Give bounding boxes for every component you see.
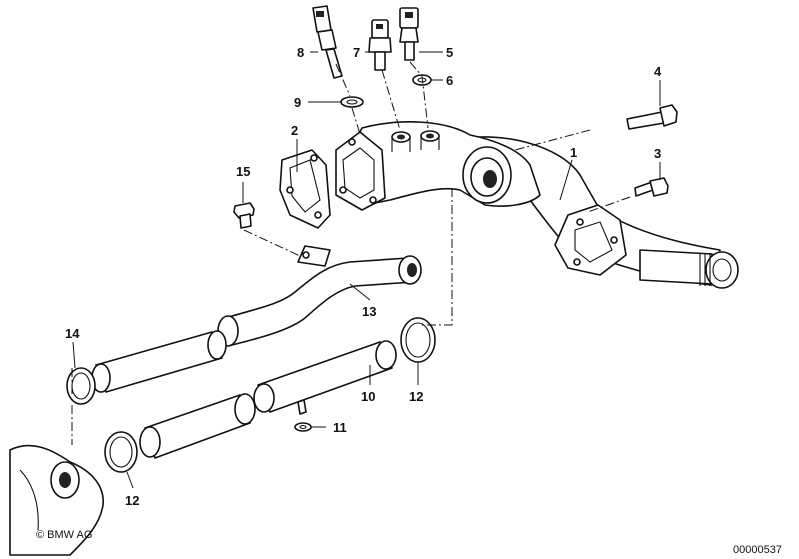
callout-8: 8 [297,45,304,60]
part-3-bolt-short[interactable] [634,177,669,197]
callout-9: 9 [294,95,301,110]
hose-lower[interactable] [139,393,256,459]
diagram-number: 00000537 [733,544,782,556]
callout-labels: 1 2 3 4 5 6 7 8 9 10 11 12 12 13 14 15 [65,45,662,508]
callout-7: 7 [353,45,360,60]
part-14-sealing-ring[interactable] [66,367,96,405]
part-1-coolant-manifold[interactable] [335,121,739,289]
callout-11: 11 [333,420,347,435]
callout-12-right: 12 [409,389,423,404]
callout-14: 14 [65,326,80,341]
copyright-text: © BMW AG [36,529,92,541]
hose-upper-left[interactable] [91,330,227,393]
part-5-temperature-sensor[interactable] [399,7,419,61]
callout-3: 3 [654,146,661,161]
callout-2: 2 [291,123,298,138]
part-15-bolt[interactable] [233,202,255,229]
callout-12-lower: 12 [125,493,139,508]
callout-15: 15 [236,164,250,179]
part-8-temperature-sender[interactable] [312,5,343,79]
part-13-water-pipe[interactable] [217,245,422,347]
callout-1: 1 [570,145,577,160]
callout-10: 10 [361,389,375,404]
leader-lines [72,51,661,489]
assembly-lines [71,61,631,445]
part-4-bolt-long[interactable] [626,104,678,130]
part-12-sealing-ring-lower[interactable] [104,431,138,473]
part-9-o-ring[interactable] [340,96,364,108]
callout-13: 13 [362,304,376,319]
part-7-temperature-switch[interactable] [368,19,392,71]
engine-block-fragment [9,444,104,556]
part-2-gasket[interactable] [279,149,331,229]
part-11-small-gasket[interactable] [294,422,312,432]
part-10-hose[interactable] [253,340,397,415]
callout-6: 6 [446,73,453,88]
callout-4: 4 [654,64,662,79]
callout-5: 5 [446,45,453,60]
